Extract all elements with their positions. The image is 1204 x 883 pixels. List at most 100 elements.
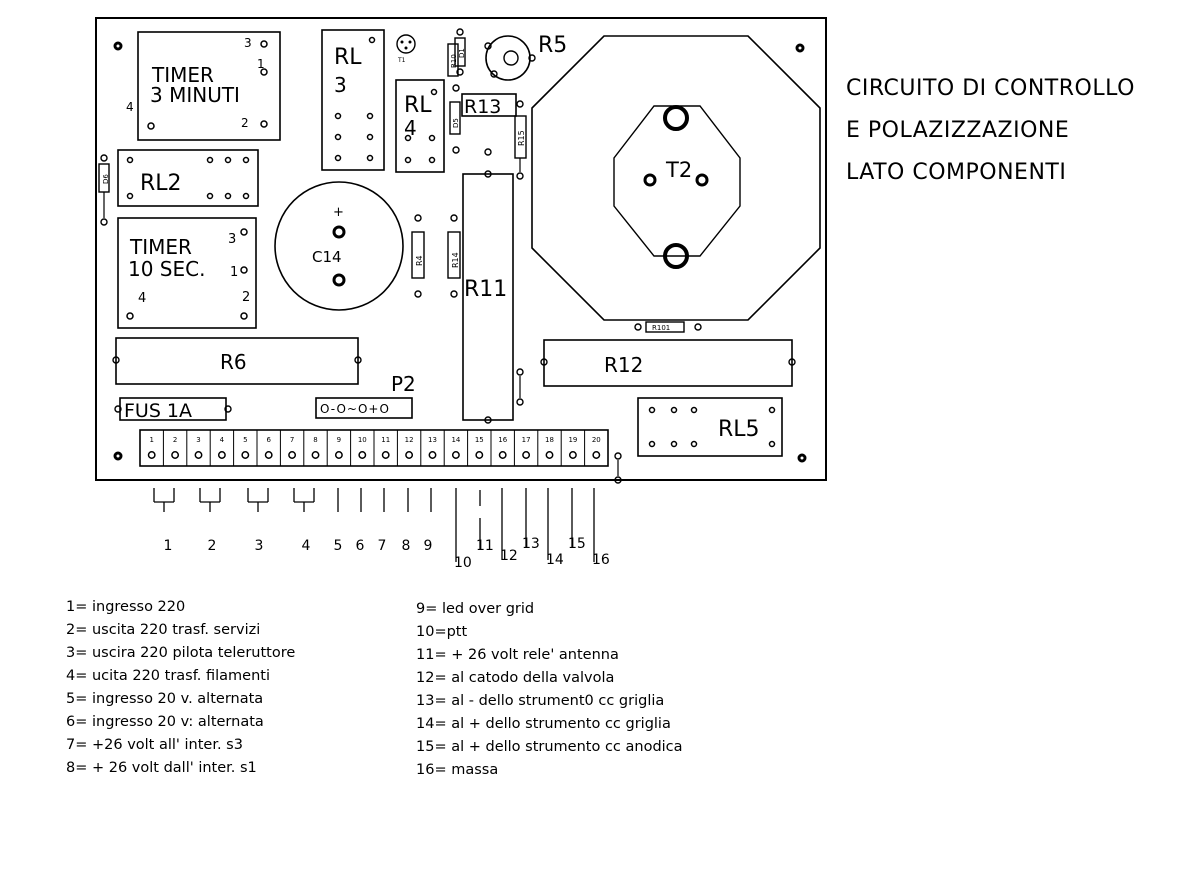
- terminal-number: 20: [592, 436, 601, 444]
- output-number: 15: [568, 536, 586, 552]
- r15-label: R15: [517, 130, 526, 146]
- terminal-number: 11: [381, 436, 390, 444]
- rl5-label: RL5: [718, 417, 760, 442]
- legend-item: 11= + 26 volt rele' antenna: [416, 647, 619, 663]
- terminal-pad: [545, 451, 554, 459]
- timer3-pin-1: 1: [257, 57, 265, 71]
- terminal-pad: [334, 451, 343, 459]
- heatsink-t2: T2: [531, 35, 821, 321]
- terminal-pad: [428, 451, 437, 459]
- terminal-pad: [264, 451, 273, 459]
- resistor-r15: R15: [514, 100, 527, 180]
- legend-item: 1= ingresso 220: [66, 599, 186, 615]
- output-number: 3: [255, 538, 264, 554]
- legend-item: 6= ingresso 20 v: alternata: [66, 714, 264, 730]
- output-number: 7: [378, 538, 387, 554]
- fuse-1a: FUS 1A: [114, 397, 232, 422]
- output-number: 4: [302, 538, 311, 554]
- terminal-pad: [381, 451, 390, 459]
- timer-3-minutes: TIMER 3 MINUTI 3 1 2 4: [126, 31, 281, 141]
- terminal-pad: [475, 451, 484, 459]
- r10-horizontal-label: R101: [652, 324, 670, 332]
- terminal-number: 14: [451, 436, 460, 444]
- c14-plus: +: [333, 205, 344, 220]
- terminal-number: 16: [498, 436, 507, 444]
- relay-rl5: RL5: [637, 397, 783, 457]
- legend-item: 9= led over grid: [416, 601, 535, 617]
- r12-label: R12: [604, 353, 643, 377]
- output-number: 11: [476, 538, 494, 554]
- legend-item: 2= uscita 220 trasf. servizi: [66, 622, 261, 638]
- mounting-hole: [797, 453, 807, 463]
- board-outline: [95, 17, 827, 481]
- output-number: 5: [334, 538, 343, 554]
- rl3-label-1: RL: [334, 45, 362, 70]
- mounting-holes: [113, 41, 807, 463]
- c14-label: C14: [312, 248, 342, 266]
- fuse-label: FUS 1A: [124, 400, 192, 422]
- rl4-label-1: RL: [404, 93, 432, 118]
- timer-10-seconds: TIMER 10 SEC. 3 1 2 4: [117, 217, 257, 329]
- t1-label: T1: [397, 57, 406, 64]
- output-number: 2: [208, 538, 217, 554]
- legend-item: 8= + 26 volt dall' inter. s1: [66, 760, 257, 776]
- t2-label: T2: [665, 158, 692, 182]
- terminal-pad: [568, 451, 577, 459]
- timer3-pin-3: 3: [244, 36, 252, 50]
- terminal-number: 7: [290, 436, 294, 444]
- r6-label: R6: [220, 350, 247, 374]
- resistor-r14: R14: [447, 214, 461, 298]
- output-number: 12: [500, 548, 518, 564]
- legend-item: 15= al + dello strumento cc anodica: [416, 739, 683, 755]
- timer3-pin-4: 4: [126, 100, 134, 114]
- legend-item: 10=ptt: [416, 624, 468, 640]
- rl2-label: RL2: [140, 171, 182, 196]
- capacitor-c14: + C14: [274, 181, 404, 311]
- output-number: 9: [424, 538, 433, 554]
- terminal-pad: [311, 451, 320, 459]
- resistor-r11: R11: [462, 170, 514, 424]
- r5-label: R5: [538, 33, 567, 58]
- r101-label: R10: [450, 54, 458, 68]
- terminal-pad: [451, 451, 460, 459]
- relay-rl2: RL2: [117, 149, 259, 207]
- legend-item: 4= ucita 220 trasf. filamenti: [66, 668, 270, 684]
- terminal-pad: [592, 451, 601, 459]
- terminal-pad: [147, 451, 156, 459]
- terminal-pad: [241, 451, 250, 459]
- pad-r11-right: [516, 368, 524, 406]
- resistor-r4: R4: [411, 214, 425, 298]
- terminal-number: 10: [358, 436, 367, 444]
- r13-label: R13: [464, 96, 501, 118]
- trimmer-r5: R5: [484, 33, 567, 81]
- r14-label: R14: [451, 252, 460, 268]
- r4-label: R4: [415, 255, 424, 266]
- terminal-pad: [358, 451, 367, 459]
- terminal-number: 8: [313, 436, 317, 444]
- legend-item: 16= massa: [416, 762, 499, 778]
- timer10-label-1: TIMER: [129, 235, 192, 259]
- output-number: 16: [592, 552, 610, 568]
- mounting-hole: [113, 41, 123, 51]
- terminal-number: 19: [568, 436, 577, 444]
- relay-rl4: RL 4: [395, 79, 445, 173]
- legend-item: 12= al catodo della valvola: [416, 670, 615, 686]
- timer3-label-1: TIMER: [151, 63, 214, 87]
- terminal-number: 15: [475, 436, 484, 444]
- p2-label: P2: [391, 372, 416, 396]
- terminal-number: 1: [149, 436, 153, 444]
- output-number: 8: [402, 538, 411, 554]
- rl4-label-2: 4: [404, 116, 417, 140]
- output-number: 1: [164, 538, 173, 554]
- terminal-pad: [194, 451, 203, 459]
- legend-item: 7= +26 volt all' inter. s3: [66, 737, 243, 753]
- terminal-number: 9: [337, 436, 341, 444]
- legend-left: 1= ingresso 220 2= uscita 220 trasf. serv…: [66, 596, 295, 780]
- terminal-pad: [288, 451, 297, 459]
- terminal-pad: [217, 451, 226, 459]
- diode-d5: D5: [449, 84, 461, 154]
- p2-pins: O-O~O+O: [320, 402, 390, 416]
- terminal-number: 2: [173, 436, 177, 444]
